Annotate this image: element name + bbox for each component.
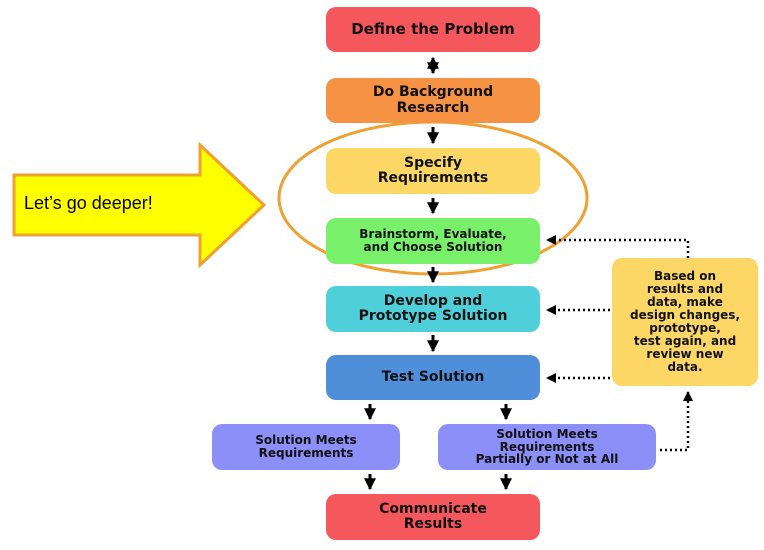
solution-partial-box: Solution Meets Requirements Partially or… [438,424,656,470]
feedback-note-box: Based on results and data, make design c… [612,258,758,386]
define-problem-box: Define the Problem [326,7,540,52]
communicate-results-box: Communicate Results [326,494,540,540]
solution-meets-box: Solution Meets Requirements [212,424,400,470]
test-solution-box: Test Solution [326,355,540,400]
brainstorm-box: Brainstorm, Evaluate, and Choose Solutio… [326,218,540,264]
callout-label: Let’s go deeper! [24,193,153,213]
partial-to-feedback [660,391,693,452]
background-research-box: Do Background Research [326,78,540,123]
callout-arrow-shape [12,141,267,269]
feedback-to-brainstorm [546,235,690,258]
specify-requirements-box: Specify Requirements [326,148,540,194]
develop-prototype-box: Develop and Prototype Solution [326,286,540,332]
